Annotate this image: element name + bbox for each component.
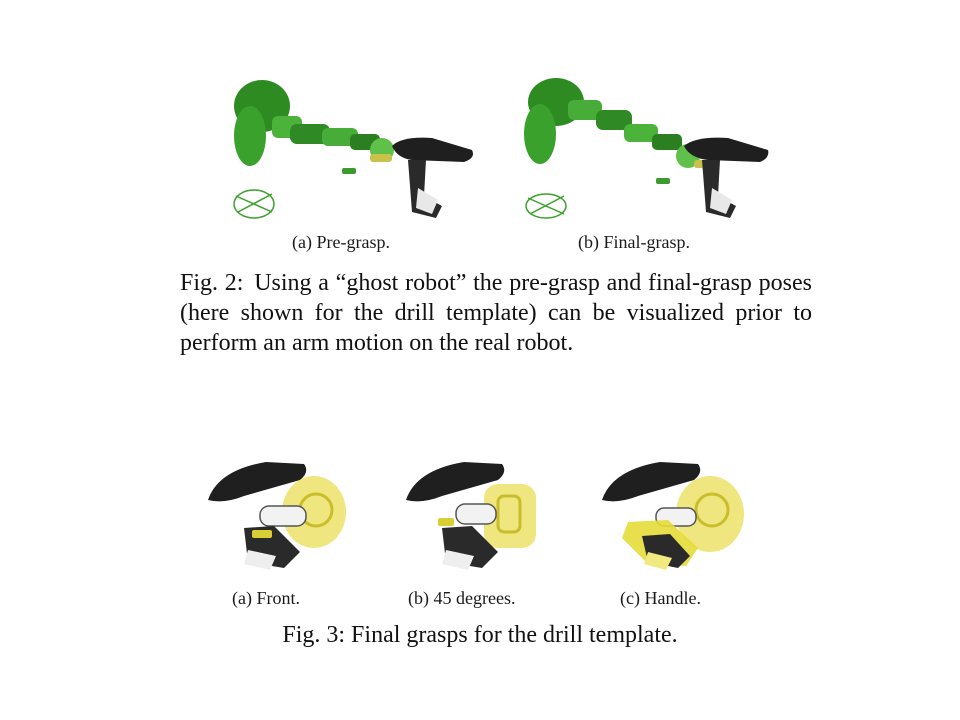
fig2a-caption: (a) Pre-grasp.	[292, 232, 390, 252]
fig3a-image	[204, 456, 350, 580]
fig2b-caption: (b) Final-grasp.	[578, 232, 690, 252]
fig3-caption-text: Final grasps for the drill template.	[351, 622, 678, 648]
fig2-caption-text: Using a “ghost robot” the pre-grasp and …	[180, 270, 812, 356]
fig3b-image	[402, 456, 548, 580]
fig2a-image	[232, 76, 480, 224]
fig3-caption: Fig. 3: Final grasps for the drill templ…	[0, 622, 960, 649]
fig2b-image	[524, 76, 772, 224]
fig2-label: Fig. 2:	[180, 270, 244, 296]
fig3b-caption: (b) 45 degrees.	[408, 588, 516, 608]
fig3c-caption: (c) Handle.	[620, 588, 701, 608]
fig3a-caption: (a) Front.	[232, 588, 300, 608]
fig2-caption: Fig. 2: Using a “ghost robot” the pre-gr…	[180, 268, 812, 358]
fig3c-image	[598, 456, 748, 580]
fig3-label: Fig. 3:	[282, 622, 346, 648]
